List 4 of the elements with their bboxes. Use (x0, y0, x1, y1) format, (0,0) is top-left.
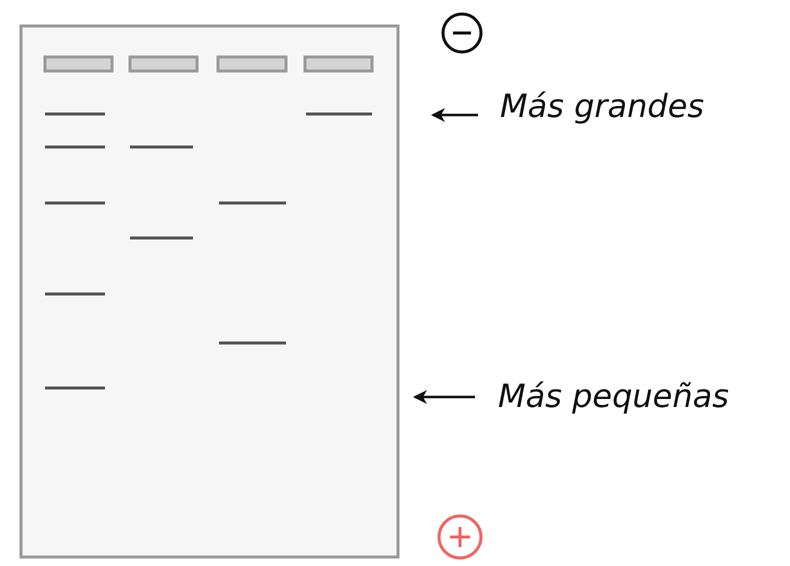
arrow (431, 108, 478, 122)
size-label: Más pequeñas (498, 376, 729, 416)
arrow (413, 390, 475, 404)
size-label: Más grandes (500, 86, 704, 126)
